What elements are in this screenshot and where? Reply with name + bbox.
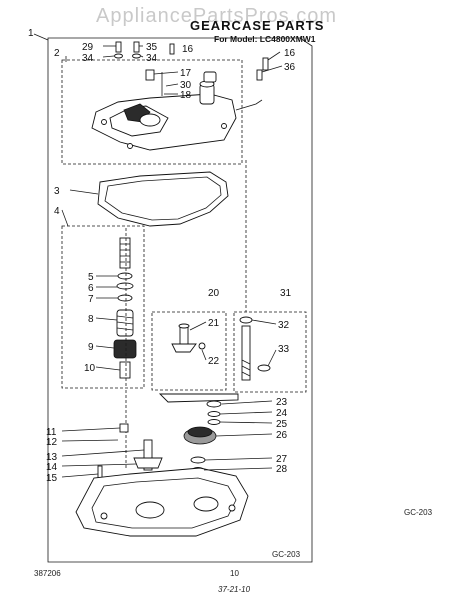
- callout-36: 36: [284, 62, 296, 73]
- callout-18: 18: [180, 90, 192, 101]
- leader-1: [33, 33, 49, 41]
- document-number: 387206: [34, 569, 61, 578]
- callout-1: 1: [28, 28, 34, 39]
- callout-23: 23: [276, 397, 288, 408]
- page-number: 10: [230, 569, 239, 578]
- callout-21: 21: [208, 318, 220, 329]
- callout-25: 25: [276, 419, 288, 430]
- callout-28: 28: [276, 464, 288, 475]
- callout-16a: 16: [182, 44, 194, 55]
- callout-34a: 34: [82, 53, 94, 64]
- callout-33: 33: [278, 344, 290, 355]
- callout-2: 2: [54, 48, 60, 59]
- callout-11: 11: [46, 427, 57, 438]
- callout-4: 4: [54, 206, 60, 217]
- callout-12: 12: [46, 437, 58, 448]
- callout-14: 14: [46, 462, 58, 473]
- callout-9: 9: [88, 342, 94, 353]
- callout-8: 8: [88, 314, 94, 325]
- model-subtitle: For Model: LC4800XMW1: [214, 34, 316, 44]
- callout-35: 35: [146, 42, 158, 53]
- top-hardware: [114, 41, 269, 96]
- callout-labels: 1 2 29 34 35 34 16 17 30 18 16 36 3 4 5 …: [28, 28, 296, 484]
- callout-20: 20: [208, 288, 220, 299]
- callout-29: 29: [82, 42, 94, 53]
- diagram-title: GEARCASE PARTS: [190, 18, 324, 33]
- outer-frame: [47, 37, 313, 563]
- leader-lines: [61, 45, 283, 478]
- shift-lever-parts: [171, 323, 206, 353]
- drawing-code-right: GC-203: [404, 508, 433, 517]
- callout-27: 27: [276, 454, 288, 465]
- callout-10: 10: [84, 363, 96, 374]
- leader-4: [61, 209, 69, 227]
- callout-24: 24: [276, 408, 288, 419]
- callout-13: 13: [46, 452, 58, 463]
- callout-17: 17: [180, 68, 192, 79]
- leader-3: [69, 189, 99, 195]
- gearcase-cover: [91, 80, 263, 151]
- callout-32: 32: [278, 320, 290, 331]
- callout-31: 31: [280, 288, 292, 299]
- shaft-assembly-box: [61, 225, 145, 389]
- gearcase-base: [75, 467, 249, 537]
- drive-shaft-parts: [239, 316, 271, 381]
- callout-15: 15: [46, 473, 58, 484]
- callout-16b: 16: [284, 48, 296, 59]
- lower-gear-parts: [158, 393, 239, 473]
- agitate-shaft-parts: [113, 237, 137, 379]
- callout-6: 6: [88, 283, 94, 294]
- drive-shaft-box: [233, 311, 307, 393]
- shift-assembly-box: [151, 311, 227, 391]
- callout-34b: 34: [146, 53, 158, 64]
- watermark: AppliancePartsPros.com: [96, 5, 337, 27]
- callout-22: 22: [208, 356, 220, 367]
- handwritten-note: 37-21-10: [218, 585, 251, 594]
- callout-5: 5: [88, 272, 94, 283]
- lower-shaft-parts: [97, 423, 163, 479]
- callout-7: 7: [88, 294, 94, 305]
- callout-30: 30: [180, 80, 192, 91]
- callout-26: 26: [276, 430, 288, 441]
- callout-3: 3: [54, 186, 60, 197]
- drawing-code-bottom: GC-203: [272, 550, 301, 559]
- cover-assembly-box: [61, 59, 243, 165]
